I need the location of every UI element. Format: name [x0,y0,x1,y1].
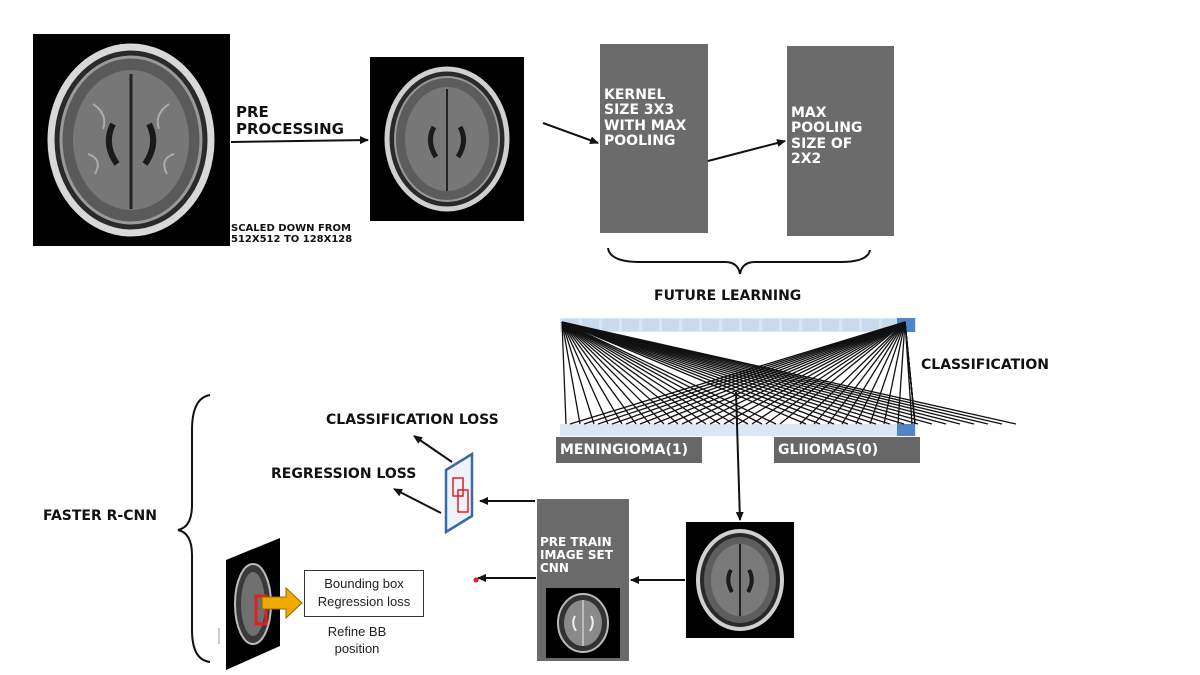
arrow-to-mri-classified [735,391,744,521]
bounding-box-regression-box: Bounding box Regression loss [304,570,424,617]
mri-image-scaled [370,57,524,221]
fc-edge [561,321,735,425]
fc-edge [653,321,906,425]
faster-rcnn-brace [177,394,211,663]
fc-edge [561,321,763,425]
fc-edge [561,321,679,425]
fc-cell [642,319,659,331]
fc-edge [799,321,906,425]
fc-cell [622,319,639,331]
fc-edge [639,321,906,425]
gliomas-tag: GLIIOMAS(0) [774,437,920,463]
arrow-preprocess [230,136,369,145]
classification-loss-label: CLASSIFICATION LOSS [326,412,499,428]
max-pooling-box: MAX POOLING SIZE OF 2X2 [787,46,894,236]
classification-label: CLASSIFICATION [921,357,1049,373]
fc-edge [561,321,891,425]
fc-cell [722,319,739,331]
fc-cell [782,319,799,331]
orange-arrow [261,586,303,620]
arrow-regression-loss [393,488,442,514]
fc-cell [742,319,759,331]
fc-edge [883,321,906,425]
fc-edge [765,321,906,425]
feature-learning-brace [607,247,871,275]
fc-edge [561,321,609,425]
fc-edge [813,321,906,425]
fc-layer-top [560,318,916,332]
fc-edge [897,321,906,425]
fc-edge [561,321,665,425]
fc-edge [561,321,707,425]
mri-image-original [33,34,230,246]
mri-image-detection [226,538,280,670]
fc-cell [822,319,839,331]
fc-edge [869,321,906,425]
fc-connections [561,321,1017,425]
feature-learning-label: FUTURE LEARNING [654,288,802,304]
fc-edge [695,321,906,425]
arrow-to-maxpool [707,139,786,162]
fc-edge [561,321,693,425]
fc-edge [681,321,906,425]
arrow-to-kernel [542,122,599,145]
arrow-classification-loss [413,435,453,463]
meningioma-tag: MENINGIOMA(1) [556,437,702,463]
fc-edge [723,321,906,425]
rpn-panel [444,451,474,535]
fc-edge [737,321,906,425]
fc-edge [561,321,595,425]
kernel-size-box: KERNEL SIZE 3X3 WITH MAX POOLING [600,44,708,233]
fc-edge [751,321,906,425]
fc-edge [904,321,916,425]
fc-cell [862,319,879,331]
preprocessing-label: PRE PROCESSING [236,103,344,138]
fc-edge [561,321,749,425]
fc-edge [855,321,906,425]
regression-loss-label: REGRESSION LOSS [271,466,417,482]
fc-edge [561,321,651,425]
fc-cell [662,319,679,331]
fc-edge [709,321,906,425]
fc-edge [827,321,906,425]
scaled-down-label: SCALED DOWN FROM 512X512 TO 128X128 [231,223,353,246]
red-dot [473,577,479,583]
fc-cell [762,319,779,331]
fc-edge [561,321,567,425]
fc-cell [682,319,699,331]
mri-image-classified [686,522,794,638]
fc-edge [561,321,777,425]
fc-cell [702,319,719,331]
fc-edge [841,321,906,425]
fc-edge [561,321,721,425]
pretrain-sample-image [546,588,620,658]
fc-edge [561,321,581,425]
fc-edge [779,321,906,425]
fc-edge [625,321,906,425]
fc-edge [583,321,906,425]
fc-cell [802,319,819,331]
fc-cell [842,319,859,331]
fc-edge [561,321,623,425]
fc-cell [602,319,619,331]
fc-edge [667,321,906,425]
faster-rcnn-label: FASTER R-CNN [43,508,157,524]
fc-edge [561,321,877,425]
fc-edge [561,321,1017,425]
fc-edge [561,321,863,425]
refine-bb-label: Refine BB position [327,624,387,656]
fc-edge [597,321,906,425]
fc-edge [611,321,906,425]
fc-edge [569,321,906,425]
